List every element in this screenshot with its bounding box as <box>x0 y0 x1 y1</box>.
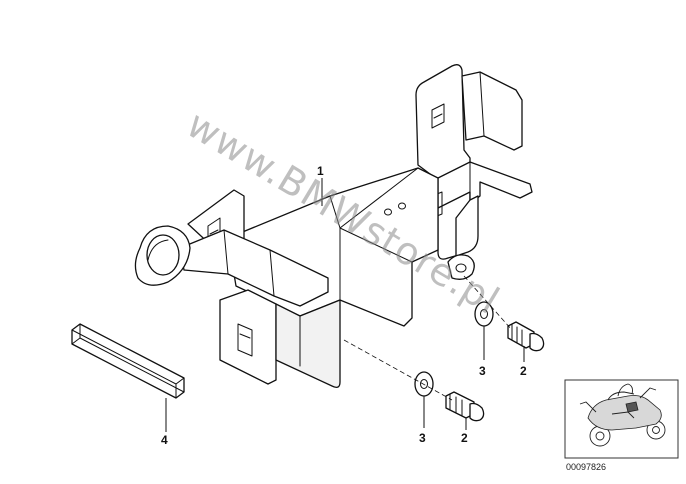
callout-washer-lower: 3 <box>419 431 426 445</box>
callout-screw-right: 2 <box>520 364 527 378</box>
bracket-part <box>134 64 533 388</box>
screw-lower <box>445 391 485 422</box>
screw-right <box>507 321 545 352</box>
reference-number: 00097826 <box>566 462 606 472</box>
motorcycle-thumbnail <box>564 379 679 459</box>
rubber-strip-part <box>71 323 185 399</box>
callout-washer-right: 3 <box>479 364 486 378</box>
callout-bracket: 1 <box>317 164 324 178</box>
callout-screw-lower: 2 <box>461 431 468 445</box>
assembly-line-lower <box>343 339 453 401</box>
callout-rubber-strip: 4 <box>161 433 168 447</box>
assembly-line-right <box>463 275 513 331</box>
